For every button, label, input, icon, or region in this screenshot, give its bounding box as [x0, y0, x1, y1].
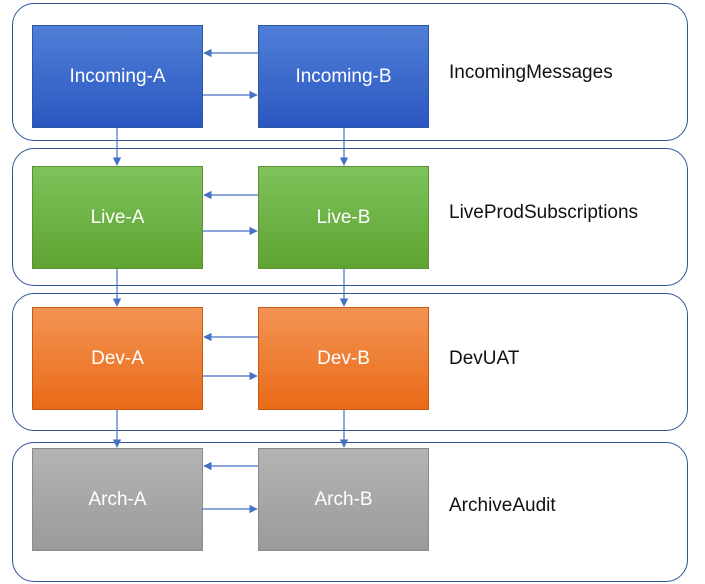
- lane-label-live-prod-subscriptions: LiveProdSubscriptions: [449, 202, 639, 223]
- node-live-a[interactable]: Live-A: [32, 166, 203, 269]
- node-incoming-b[interactable]: Incoming-B: [258, 25, 429, 128]
- lane-label-incoming-messages: IncomingMessages: [449, 62, 613, 83]
- node-incoming-a[interactable]: Incoming-A: [32, 25, 203, 128]
- node-arch-a[interactable]: Arch-A: [32, 448, 203, 551]
- node-arch-b[interactable]: Arch-B: [258, 448, 429, 551]
- lane-label-archive-audit: ArchiveAudit: [449, 495, 556, 516]
- lane-label-dev-uat: DevUAT: [449, 348, 520, 369]
- node-dev-a[interactable]: Dev-A: [32, 307, 203, 410]
- node-dev-b[interactable]: Dev-B: [258, 307, 429, 410]
- node-live-b[interactable]: Live-B: [258, 166, 429, 269]
